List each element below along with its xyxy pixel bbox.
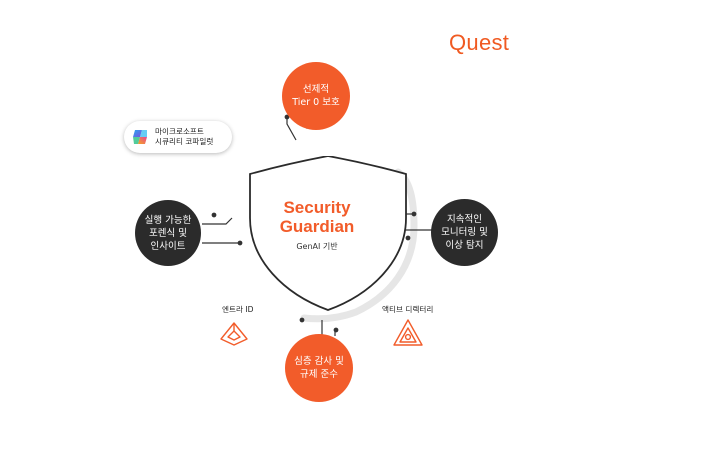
entra-id-icon [220,322,248,346]
shield-shadow-arc [300,168,418,323]
center-subtitle: GenAI 기반 [296,242,338,251]
node-bottom-label: 심층 감사 및 규제 준수 [294,356,344,380]
entra-id-label: 엔트라 ID [222,305,254,314]
copilot-icon [133,130,147,144]
active-directory-label: 액티브 디렉터리 [382,305,434,314]
node-right-label: 지속적인 모니터링 및 이상 탐지 [441,214,488,251]
node-audit-compliance: 심층 감사 및 규제 준수 [285,334,353,402]
center-title: Security Guardian [279,198,355,236]
node-monitoring-detection: 지속적인 모니터링 및 이상 탐지 [431,199,498,266]
node-top-label: 선제적 Tier 0 보호 [292,84,340,108]
active-directory-icon [393,319,423,346]
left-connector [202,212,243,246]
node-left-label: 실행 가능한 포렌식 및 인사이트 [144,214,192,252]
quest-logo: Quest [449,30,510,55]
copilot-integration-badge: 마이크로소프트 시큐리티 코파일럿 [124,121,232,153]
shield-outline-icon [249,155,407,311]
node-tier0-protection: 선제적 Tier 0 보호 [282,62,350,130]
copilot-label: 마이크로소프트 시큐리티 코파일럿 [155,127,214,146]
right-connector [404,211,432,241]
security-guardian-shield [240,155,416,314]
node-forensics-insights: 실행 가능한 포렌식 및 인사이트 [135,200,201,266]
